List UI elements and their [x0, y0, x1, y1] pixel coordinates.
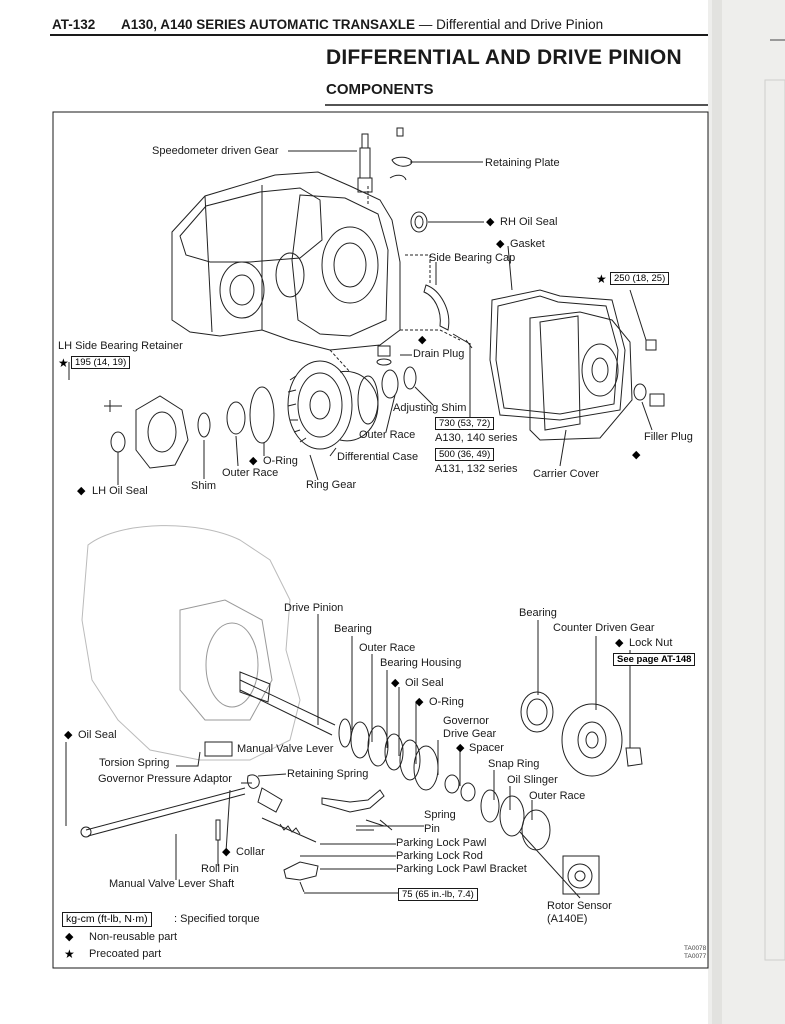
non-reusable-marker: ◆	[222, 846, 231, 858]
label-parking-lock-rod: Parking Lock Rod	[396, 850, 483, 862]
label-o-ring-2: O-Ring	[429, 696, 464, 708]
label-pin: Pin	[424, 823, 440, 835]
label-parking-lock-pawl: Parking Lock Pawl	[396, 837, 487, 849]
header-title: A130, A140 SERIES AUTOMATIC TRANSAXLE — …	[121, 17, 603, 32]
non-reusable-marker: ◆	[415, 696, 424, 708]
label-lh-side-bearing-retainer: LH Side Bearing Retainer	[58, 340, 183, 352]
label-ring-gear: Ring Gear	[306, 479, 357, 491]
label-side-bearing-cap: Side Bearing Cap	[429, 252, 516, 264]
label-oil-slinger: Oil Slinger	[507, 774, 558, 786]
label-outer-race-3: Outer Race	[359, 642, 416, 654]
label-shim: Shim	[191, 480, 217, 492]
non-reusable-marker: ◆	[77, 485, 86, 497]
label-rotor-sensor: Rotor Sensor	[547, 900, 612, 912]
see-page-box: See page AT-148	[613, 653, 696, 666]
non-reusable-marker: ◆	[456, 742, 465, 754]
label-rotor-sensor-model: (A140E)	[547, 913, 588, 925]
label-roll-pin: Roll Pin	[201, 863, 239, 875]
label-outer-race-2: Outer Race	[222, 467, 279, 479]
torque-box-bracket: 75 (65 in.-lb, 7.4)	[398, 888, 478, 901]
label-parking-lock-pawl-bracket: Parking Lock Pawl Bracket	[396, 863, 527, 875]
label-series-a131: A131, 132 series	[435, 463, 518, 475]
torque-box-cover: 250 (18, 25)	[610, 272, 670, 285]
legend-diamond-icon: ◆	[65, 931, 74, 943]
label-manual-valve-lever-shaft: Manual Valve Lever Shaft	[109, 878, 235, 890]
label-governor-pressure-adaptor: Governor Pressure Adaptor	[98, 773, 232, 785]
precoated-star-icon: ★	[596, 272, 607, 286]
label-spacer: Spacer	[469, 742, 504, 754]
non-reusable-marker: ◆	[249, 455, 258, 467]
legend-star-icon: ★	[64, 947, 75, 961]
figure-code: TA0077	[684, 953, 707, 960]
non-reusable-marker: ◆	[496, 238, 505, 250]
label-outer-race: Outer Race	[359, 429, 416, 441]
label-torsion-spring: Torsion Spring	[99, 757, 170, 769]
legend-non-reusable: Non-reusable part	[89, 931, 178, 943]
label-oil-seal-2: Oil Seal	[78, 729, 117, 741]
page-subtitle: COMPONENTS	[326, 81, 434, 98]
label-drive-pinion: Drive Pinion	[284, 602, 344, 614]
label-lh-oil-seal: LH Oil Seal	[92, 485, 148, 497]
label-retaining-spring: Retaining Spring	[287, 768, 369, 780]
legend-unit-box: kg-cm (ft-lb, N·m)	[62, 912, 152, 927]
label-drain-plug: Drain Plug	[413, 348, 465, 360]
label-counter-driven-gear: Counter Driven Gear	[553, 622, 655, 634]
series-title: A130, A140 SERIES AUTOMATIC TRANSAXLE	[121, 17, 416, 32]
label-differential-case: Differential Case	[337, 451, 419, 463]
label-speedometer-driven-gear: Speedometer driven Gear	[152, 145, 279, 157]
label-lock-nut: Lock Nut	[629, 637, 673, 649]
label-spring: Spring	[424, 809, 456, 821]
label-rh-oil-seal: RH Oil Seal	[500, 216, 558, 228]
torque-box-a131: 500 (36, 49)	[435, 448, 495, 461]
label-bearing-2: Bearing	[519, 607, 557, 619]
label-oil-seal: Oil Seal	[405, 677, 444, 689]
non-reusable-marker: ◆	[391, 677, 400, 689]
non-reusable-marker: ◆	[615, 637, 624, 649]
label-adjusting-shim: Adjusting Shim	[393, 402, 467, 414]
label-collar: Collar	[236, 846, 265, 858]
section-title: Differential and Drive Pinion	[436, 17, 604, 32]
legend-precoated: Precoated part	[89, 948, 162, 960]
torque-box-a130: 730 (53, 72)	[435, 417, 495, 430]
legend-specified-torque: : Specified torque	[174, 913, 260, 925]
figure-code: TA0078	[684, 945, 707, 952]
label-governor-drive-gear-2: Drive Gear	[443, 728, 497, 740]
header-separator: —	[418, 17, 433, 32]
label-bearing: Bearing	[334, 623, 372, 635]
non-reusable-marker: ◆	[486, 216, 495, 228]
label-snap-ring: Snap Ring	[488, 758, 540, 770]
page-number: AT-132	[52, 17, 96, 32]
label-filler-plug: Filler Plug	[644, 431, 693, 443]
label-series-a130: A130, 140 series	[435, 432, 518, 444]
label-governor-drive-gear: Governor	[443, 715, 489, 727]
label-o-ring: O-Ring	[263, 455, 298, 467]
label-manual-valve-lever: Manual Valve Lever	[237, 743, 334, 755]
label-outer-race-4: Outer Race	[529, 790, 586, 802]
page-title: DIFFERENTIAL AND DRIVE PINION	[326, 46, 682, 69]
non-reusable-marker: ◆	[632, 449, 641, 461]
label-bearing-housing: Bearing Housing	[380, 657, 462, 669]
label-carrier-cover: Carrier Cover	[533, 468, 600, 480]
non-reusable-marker: ◆	[64, 729, 73, 741]
torque-box-lh-retainer: 195 (14, 19)	[71, 356, 131, 369]
label-retaining-plate: Retaining Plate	[485, 157, 560, 169]
label-gasket: Gasket	[510, 238, 545, 250]
non-reusable-marker: ◆	[418, 334, 427, 346]
precoated-star-icon: ★	[58, 356, 69, 370]
